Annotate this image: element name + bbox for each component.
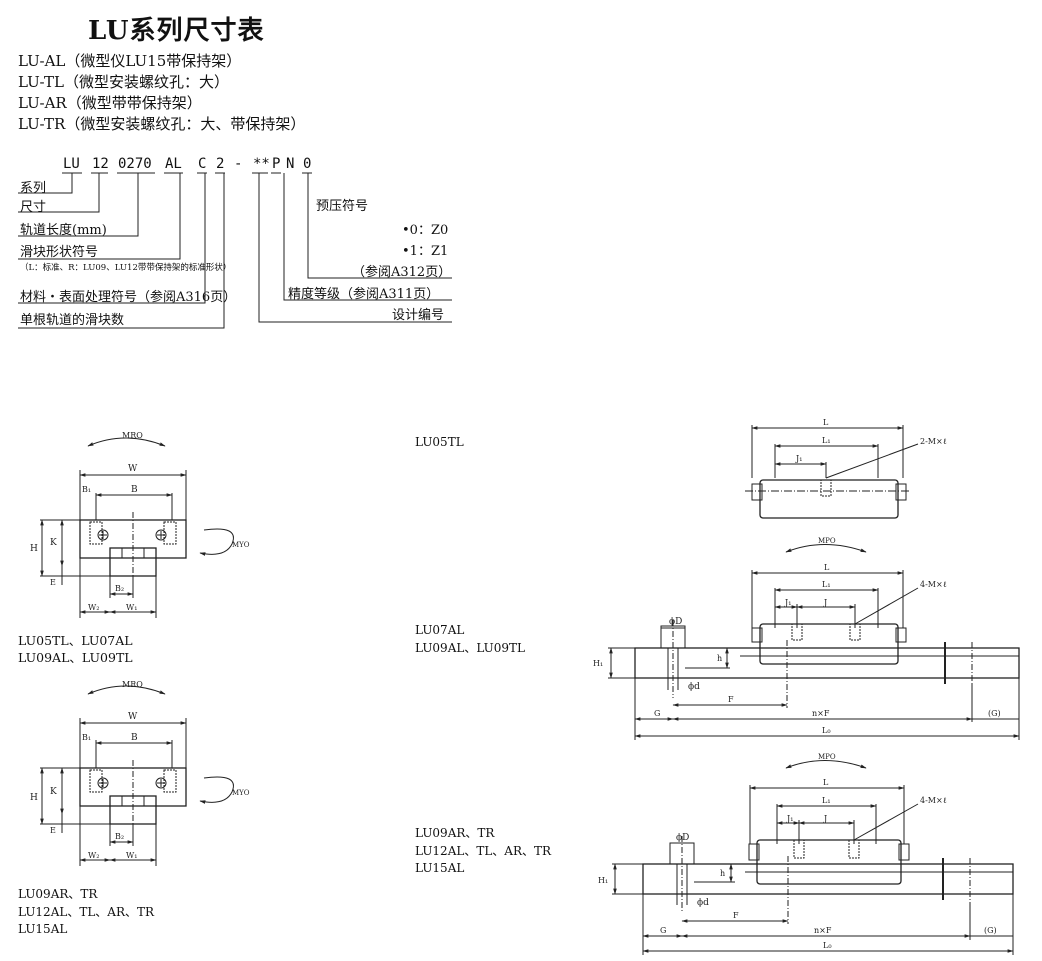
- caption-side-2: LU07AL: [415, 623, 464, 637]
- dim-l1: L₁: [822, 580, 831, 589]
- dim-e: E: [50, 578, 56, 587]
- dim-phid-small: ϕd: [688, 682, 700, 692]
- code-series: LU: [63, 156, 80, 172]
- dim-myo: MYO: [232, 541, 250, 549]
- dim-j: J: [823, 814, 827, 823]
- dim-b: B: [131, 733, 138, 743]
- code-preload: 0: [303, 156, 312, 172]
- caption-front-1: LU09AL、LU09TL: [18, 650, 133, 665]
- dim-j1: J₁: [795, 454, 802, 463]
- dim-l: L: [823, 778, 829, 787]
- dim-mro: MRO: [122, 431, 143, 440]
- dim-h-small: h: [717, 654, 722, 663]
- caption-side-3: LU15AL: [415, 861, 464, 875]
- dim-b1: B₁: [82, 733, 91, 742]
- dim-myo: MYO: [232, 789, 250, 797]
- code-dash: -: [234, 156, 243, 172]
- dim-w2: W₂: [88, 851, 99, 860]
- dim-l: L: [824, 563, 830, 572]
- dim-l1: L₁: [822, 436, 831, 445]
- dim-f: F: [733, 911, 739, 920]
- caption-front-1: LU05TL、LU07AL: [18, 633, 133, 648]
- dim-l: L: [823, 418, 829, 427]
- code-accuracy: P: [272, 156, 281, 172]
- caption-front-2: LU15AL: [18, 922, 67, 936]
- variant-line: LU-AL（微型仪LU15带保持架）: [18, 52, 242, 70]
- dim-2m: 2-M×ℓ: [920, 437, 947, 446]
- dim-k: K: [50, 538, 57, 548]
- side-view-3: MPO L L₁ J₁ J 4-M×ℓ ϕD ϕd h H₁ F: [598, 753, 1014, 955]
- dim-k: K: [50, 787, 57, 797]
- variant-line: LU-TR（微型安装螺纹孔：大、带保持架）: [18, 115, 306, 133]
- code-design: **: [253, 156, 270, 172]
- dim-g: G: [654, 709, 660, 718]
- front-view-1: MRO W B B₁ H K E B₂: [30, 431, 250, 618]
- dim-b2: B₂: [115, 584, 124, 593]
- caption-side-2: LU09AL、LU09TL: [415, 641, 525, 655]
- dim-w1: W₁: [126, 603, 137, 612]
- dim-nf: n×F: [814, 926, 832, 935]
- caption-front-2: LU09AR、TR: [18, 887, 98, 901]
- dim-phid-large: ϕD: [669, 617, 682, 627]
- dim-h1: H₁: [598, 876, 608, 885]
- dim-f: F: [728, 695, 734, 704]
- caption-front-2: LU12AL、TL、AR、TR: [18, 905, 155, 919]
- dim-phid-large: ϕD: [676, 833, 689, 843]
- dim-4m: 4-M×ℓ: [920, 580, 947, 589]
- dim-g-paren: (G): [988, 709, 1001, 718]
- code-size: 12: [92, 156, 109, 172]
- code-blocks: 2: [216, 156, 225, 172]
- dim-b1: B₁: [82, 485, 91, 494]
- dim-w: W: [128, 712, 138, 722]
- caption-side-3: LU12AL、TL、AR、TR: [415, 844, 552, 858]
- dim-g: G: [660, 926, 666, 935]
- code-length: 0270: [118, 156, 152, 172]
- caption-side-1: LU05TL: [415, 435, 464, 449]
- dim-h-small: h: [720, 869, 725, 878]
- dim-w1: W₁: [126, 851, 137, 860]
- dim-j1: J₁: [786, 814, 793, 823]
- dim-mpo: MPO: [818, 753, 836, 761]
- dim-l1: L₁: [822, 796, 831, 805]
- dim-h: H: [30, 793, 38, 803]
- dim-j: J: [823, 598, 827, 607]
- dim-b: B: [131, 485, 138, 495]
- code-shape: AL: [165, 156, 182, 172]
- dim-g-paren: (G): [984, 926, 997, 935]
- dim-h1: H₁: [593, 659, 603, 668]
- code-material: C: [198, 156, 207, 172]
- dim-mpo: MPO: [818, 537, 836, 545]
- dim-l0: L₀: [822, 726, 831, 735]
- dim-w: W: [128, 464, 138, 474]
- dim-w2: W₂: [88, 603, 99, 612]
- dim-b2: B₂: [115, 832, 124, 841]
- dim-nf: n×F: [812, 709, 830, 718]
- dim-mro: MRO: [122, 680, 143, 689]
- caption-side-3: LU09AR、TR: [415, 826, 495, 840]
- dim-4m: 4-M×ℓ: [920, 796, 947, 805]
- dim-e: E: [50, 826, 56, 835]
- variant-line: LU-AR（微型带带保持架）: [18, 94, 202, 112]
- dim-l0: L₀: [823, 941, 832, 950]
- variant-line: LU-TL（微型安装螺纹孔：大）: [18, 73, 230, 91]
- front-view-2: MRO W B B₁ H K E B₂ W₂ W₁ MYO: [30, 680, 250, 866]
- code-n: N: [286, 156, 295, 172]
- side-view-1: L L₁ J₁ 2-M×ℓ: [745, 418, 947, 519]
- side-view-2: MPO L L₁ J₁ J 4-M×ℓ ϕD ϕd h: [593, 537, 1020, 740]
- dim-j1: J₁: [784, 598, 791, 607]
- dim-phid-small: ϕd: [697, 898, 709, 908]
- page-title: LU系列尺寸表: [88, 16, 265, 46]
- dim-h: H: [30, 544, 38, 554]
